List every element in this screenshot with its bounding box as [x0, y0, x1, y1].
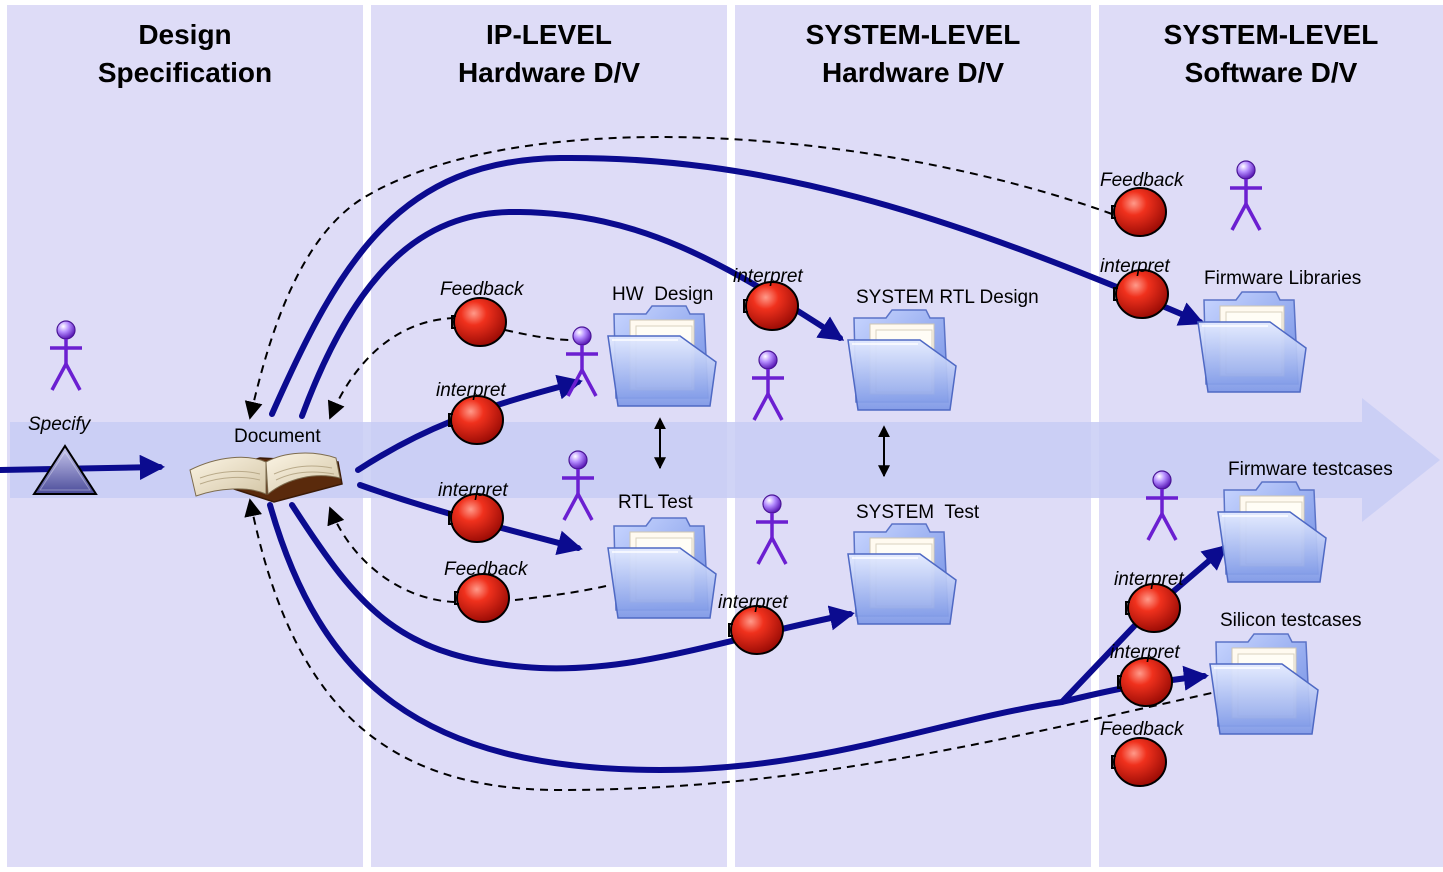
interpret-label: interpret: [733, 266, 803, 287]
firmware-libraries-label: Firmware Libraries: [1204, 268, 1362, 289]
activity-feedback-firmware: [1111, 187, 1167, 237]
feedback-path-firmware: [244, 136, 1113, 420]
activity-interpret-hw-design: [448, 395, 504, 445]
path-document-to-system-rtl: [299, 208, 845, 419]
hw-design-folder-icon: [607, 305, 717, 407]
feedback-link-rtl-test: [514, 584, 611, 601]
document-book-icon: [189, 452, 343, 503]
feedback-paths: [244, 136, 1226, 792]
lane-title-line1: SYSTEM-LEVEL: [805, 19, 1021, 50]
lane-title-system-level-hardware: SYSTEM-LEVEL Hardware D/V: [735, 16, 1091, 92]
hw-design-label: HW Design: [612, 284, 714, 305]
interpret-label: interpret: [718, 592, 788, 613]
interpret-label: interpret: [438, 480, 508, 501]
firmware-testcases-folder-icon: [1217, 481, 1327, 583]
lane-title-line1: SYSTEM-LEVEL: [1163, 19, 1379, 50]
lane-title-line2: Specification: [97, 57, 273, 88]
feedback-path-hw-design: [327, 317, 456, 420]
lane-title-line2: Hardware D/V: [821, 57, 1005, 88]
system-test-folder-icon: [847, 523, 957, 625]
feedback-path-rtl-test: [327, 506, 456, 603]
activity-feedback-silicon: [1111, 737, 1167, 787]
feedback-label: Feedback: [444, 559, 528, 580]
specify-label: Specify: [28, 414, 91, 435]
rtl-test-label: RTL Test: [618, 492, 693, 513]
feedback-link-hw-design: [504, 329, 571, 341]
activity-feedback-rtl-test: [454, 573, 510, 623]
activity-interpret-system-rtl: [743, 281, 799, 331]
lane-title-design-specification: Design Specification: [7, 16, 363, 92]
rtl-test-folder-icon: [607, 517, 717, 619]
lane-title-line2: Software D/V: [1184, 57, 1358, 88]
system-test-label: SYSTEM Test: [856, 502, 980, 523]
feedback-path-silicon: [244, 498, 1226, 792]
flow-arrow: [10, 398, 1440, 522]
interpret-label: interpret: [1100, 256, 1170, 277]
path-document-to-firmware-libraries: [269, 154, 1205, 417]
firmware-libraries-folder-icon: [1197, 291, 1307, 393]
path-document-to-software: [267, 502, 1065, 774]
activity-feedback-hw-design: [451, 297, 507, 347]
silicon-testcases-label: Silicon testcases: [1220, 610, 1362, 631]
activity-interpret-firmware-testcases: [1125, 583, 1181, 633]
interpret-label: interpret: [436, 380, 506, 401]
interpret-label: interpret: [1114, 569, 1184, 590]
feedback-label: Feedback: [1100, 719, 1184, 740]
activity-interpret-silicon-testcases: [1117, 657, 1173, 707]
interpret-label: interpret: [1110, 642, 1180, 663]
lane-title-ip-level: IP-LEVEL Hardware D/V: [371, 16, 727, 92]
system-rtl-design-label: SYSTEM RTL Design: [856, 287, 1039, 308]
feedback-label: Feedback: [1100, 170, 1184, 191]
system-rtl-design-folder-icon: [847, 309, 957, 411]
lane-title-line1: Design: [138, 19, 232, 50]
document-label: Document: [234, 426, 321, 447]
specify-triangle-icon: [32, 444, 98, 495]
lane-title-line2: Hardware D/V: [457, 57, 641, 88]
feedback-label: Feedback: [440, 279, 524, 300]
lane-title-system-level-software: SYSTEM-LEVEL Software D/V: [1099, 16, 1443, 92]
silicon-testcases-folder-icon: [1209, 633, 1319, 735]
firmware-testcases-label: Firmware testcases: [1228, 459, 1393, 480]
lane-title-line1: IP-LEVEL: [485, 19, 612, 50]
